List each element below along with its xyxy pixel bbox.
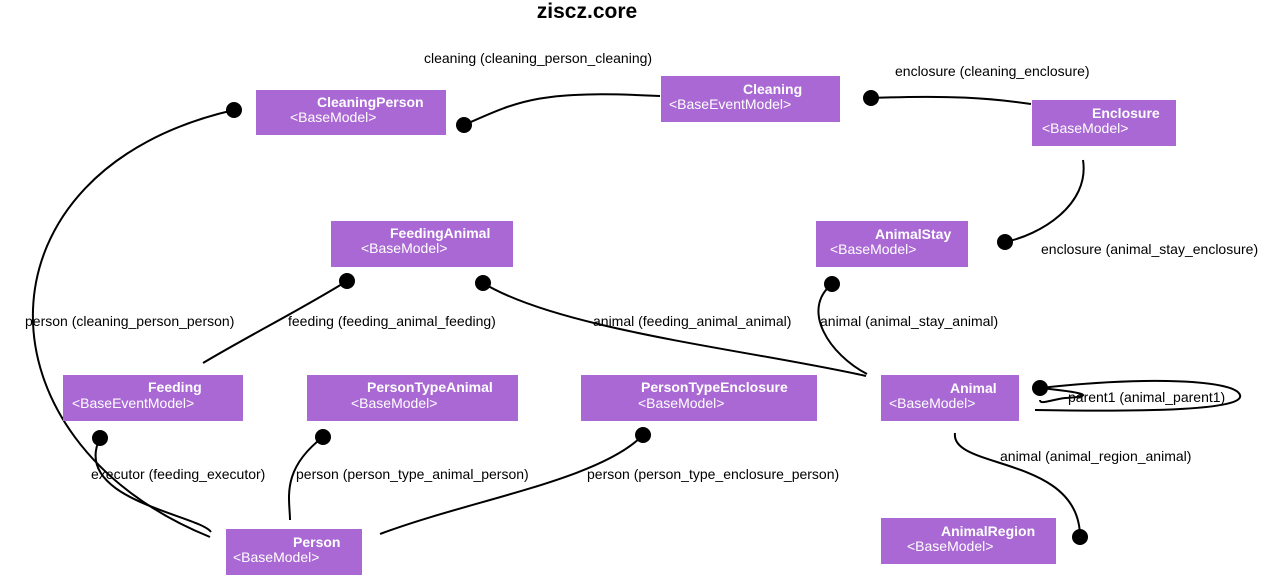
node-name: AnimalRegion [941, 523, 1036, 539]
node-base: <BaseModel> [889, 395, 976, 411]
node-feedinganimal[interactable]: FeedingAnimal <BaseModel> [331, 221, 513, 267]
node-cleaning[interactable]: Cleaning <BaseEventModel> [661, 76, 840, 122]
node-name: AnimalStay [875, 226, 952, 242]
edge-label: enclosure (cleaning_enclosure) [895, 63, 1090, 79]
edge-label: animal (feeding_animal_animal) [593, 313, 792, 329]
endpoint-dot [824, 276, 840, 292]
endpoint-dot [997, 234, 1013, 250]
endpoint-dot [635, 427, 651, 443]
endpoint-dot [226, 102, 242, 118]
node-name: Feeding [148, 379, 202, 395]
edge-animal-stay-animal [817, 283, 868, 375]
node-base: <BaseEventModel> [72, 395, 195, 411]
endpoint-dot [339, 273, 355, 289]
node-base: <BaseModel> [638, 395, 725, 411]
edge-cleaning-person-cleaning [463, 93, 661, 126]
edge-cleaning-enclosure [870, 95, 1032, 105]
node-base: <BaseModel> [1042, 120, 1129, 136]
node-persontypeanimal[interactable]: PersonTypeAnimal <BaseModel> [307, 375, 518, 421]
edge-label: enclosure (animal_stay_enclosure) [1041, 241, 1259, 257]
edge-feeding-animal-animal [482, 282, 867, 377]
edge-feeding-executor [94, 437, 212, 533]
endpoint-dot [863, 90, 879, 106]
node-name: Cleaning [743, 81, 803, 97]
edge-label: animal (animal_region_animal) [1000, 448, 1192, 464]
edge-person-type-enclosure-person [379, 434, 644, 535]
edge-label: animal (animal_stay_animal) [820, 313, 999, 329]
node-base: <BaseModel> [233, 549, 320, 565]
edge-label: person (person_type_enclosure_person) [587, 466, 840, 482]
endpoint-dot [92, 430, 108, 446]
edge-animal-region-animal [953, 432, 1081, 538]
endpoint-dot [456, 117, 472, 133]
endpoint-dot [475, 275, 491, 291]
node-animalregion[interactable]: AnimalRegion <BaseModel> [881, 518, 1056, 564]
edge-animal-parent1-inner [1039, 387, 1084, 404]
node-feeding[interactable]: Feeding <BaseEventModel> [63, 375, 243, 421]
endpoint-dot [1032, 380, 1048, 396]
node-base: <BaseModel> [351, 395, 438, 411]
node-cleaningperson[interactable]: CleaningPerson <BaseModel> [256, 90, 446, 135]
edge-label: parent1 (animal_parent1) [1068, 389, 1226, 405]
node-base: <BaseModel> [361, 240, 448, 256]
node-base: <BaseModel> [907, 538, 994, 554]
node-name: Person [293, 534, 341, 550]
edge-label: person (cleaning_person_person) [25, 313, 235, 329]
endpoint-dot [1072, 529, 1088, 545]
node-base: <BaseEventModel> [669, 96, 792, 112]
node-name: Enclosure [1092, 105, 1160, 121]
node-name: FeedingAnimal [390, 225, 491, 241]
node-name: Animal [950, 380, 997, 396]
edge-label: executor (feeding_executor) [91, 466, 266, 482]
edge-label: person (person_type_animal_person) [296, 466, 529, 482]
node-name: PersonTypeEnclosure [641, 379, 788, 395]
endpoint-dot [315, 429, 331, 445]
node-name: PersonTypeAnimal [367, 379, 493, 395]
edge-animal-parent1 [1034, 379, 1242, 412]
edge-label: cleaning (cleaning_person_cleaning) [424, 50, 653, 66]
node-enclosure[interactable]: Enclosure <BaseModel> [1032, 100, 1176, 146]
node-animalstay[interactable]: AnimalStay <BaseModel> [816, 221, 968, 267]
edge-feeding-animal-feeding [202, 280, 348, 364]
node-persontypeenclosure[interactable]: PersonTypeEnclosure <BaseModel> [581, 375, 817, 421]
node-name: CleaningPerson [317, 94, 424, 110]
diagram-title: ziscz.core [536, 0, 638, 23]
node-person[interactable]: Person <BaseModel> [226, 529, 362, 575]
node-animal[interactable]: Animal <BaseModel> [881, 375, 1019, 421]
edge-cleaning-person-person [31, 109, 235, 538]
edge-label: feeding (feeding_animal_feeding) [288, 313, 496, 329]
node-base: <BaseModel> [290, 109, 377, 125]
edge-animal-stay-enclosure [1004, 159, 1085, 243]
edge-person-type-animal-person [288, 436, 324, 521]
node-base: <BaseModel> [830, 241, 917, 257]
